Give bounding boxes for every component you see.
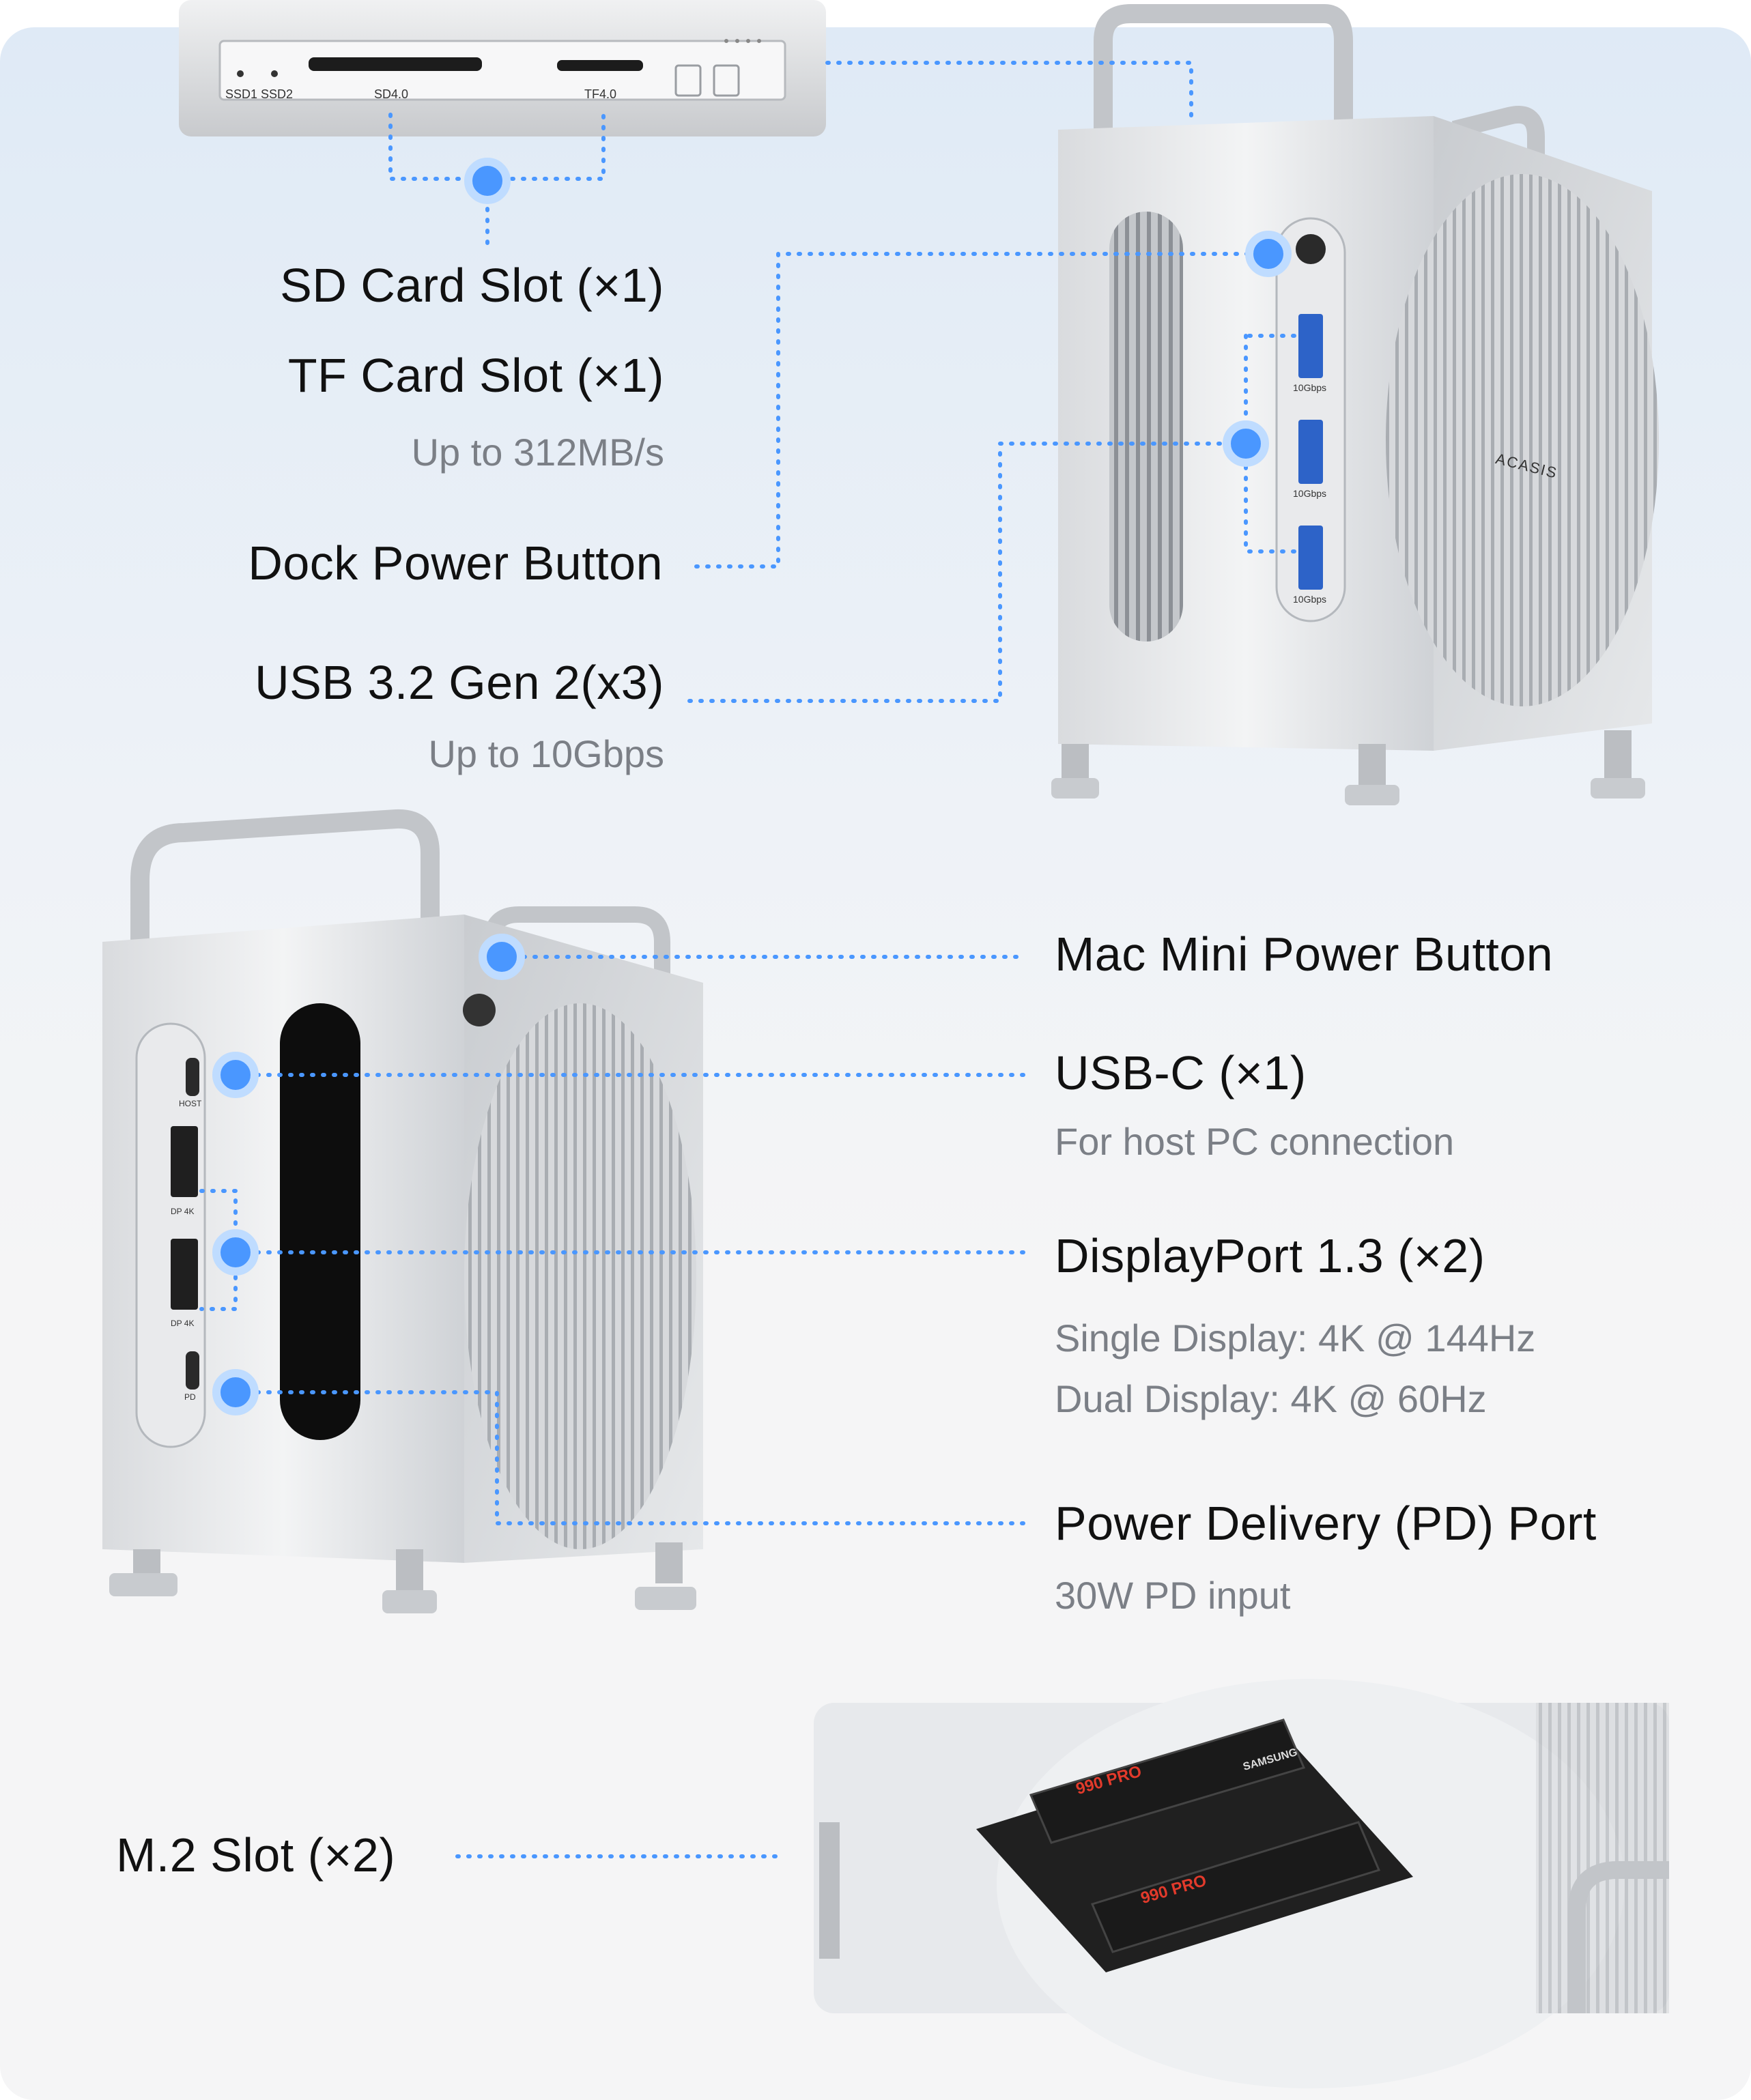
port-speed-label-1: 10Gbps — [1293, 382, 1327, 393]
callout-dot-displayport — [212, 1229, 259, 1276]
callout-dot-mac-power — [479, 934, 525, 980]
reader-label-ssd: SSD1 SSD2 — [225, 87, 294, 101]
dp-dual-label: Dual Display: 4K @ 60Hz — [1055, 1377, 1487, 1420]
m2-slot-label: M.2 Slot (×2) — [116, 1828, 396, 1882]
callout-dot-pd — [212, 1369, 259, 1415]
dock-front-view — [1051, 4, 1659, 805]
displayport-label: DisplayPort 1.3 (×2) — [1055, 1229, 1485, 1282]
usb-c-desc: For host PC connection — [1055, 1120, 1455, 1163]
callout-dot-card-slots — [464, 158, 511, 204]
dock-power-label: Dock Power Button — [248, 536, 663, 590]
mac-power-label: Mac Mini Power Button — [1055, 927, 1554, 981]
dp-single-label: Single Display: 4K @ 144Hz — [1055, 1317, 1536, 1360]
side-port-label-dp2: DP 4K — [171, 1319, 195, 1328]
pd-port-label: Power Delivery (PD) Port — [1055, 1497, 1597, 1550]
side-port-label-dp1: DP 4K — [171, 1207, 195, 1216]
side-port-label-host: HOST — [179, 1099, 202, 1108]
side-port-label-pd: PD — [184, 1392, 196, 1402]
card-speed-label: Up to 312MB/s — [411, 431, 664, 474]
port-speed-label-2: 10Gbps — [1293, 488, 1327, 499]
reader-label-sd: SD4.0 — [374, 87, 409, 101]
usb-a-label: USB 3.2 Gen 2(x3) — [255, 656, 664, 709]
usb-c-label: USB-C (×1) — [1055, 1046, 1307, 1099]
pd-desc-label: 30W PD input — [1055, 1574, 1291, 1617]
reader-label-tf: TF4.0 — [584, 87, 617, 101]
sd-slot-label: SD Card Slot (×1) — [280, 259, 664, 312]
usb-speed-label: Up to 10Gbps — [428, 732, 664, 775]
tf-slot-label: TF Card Slot (×1) — [287, 349, 664, 402]
callout-dot-dock-power — [1245, 231, 1292, 277]
port-speed-label-3: 10Gbps — [1293, 594, 1327, 605]
m2-bay-photo — [814, 1679, 1669, 2088]
callout-dot-usb-a — [1223, 420, 1269, 467]
dock-side-view — [102, 809, 703, 1613]
connector-lines — [199, 61, 1300, 1858]
callout-dot-usb-c — [212, 1052, 259, 1098]
card-reader-strip — [179, 0, 826, 136]
